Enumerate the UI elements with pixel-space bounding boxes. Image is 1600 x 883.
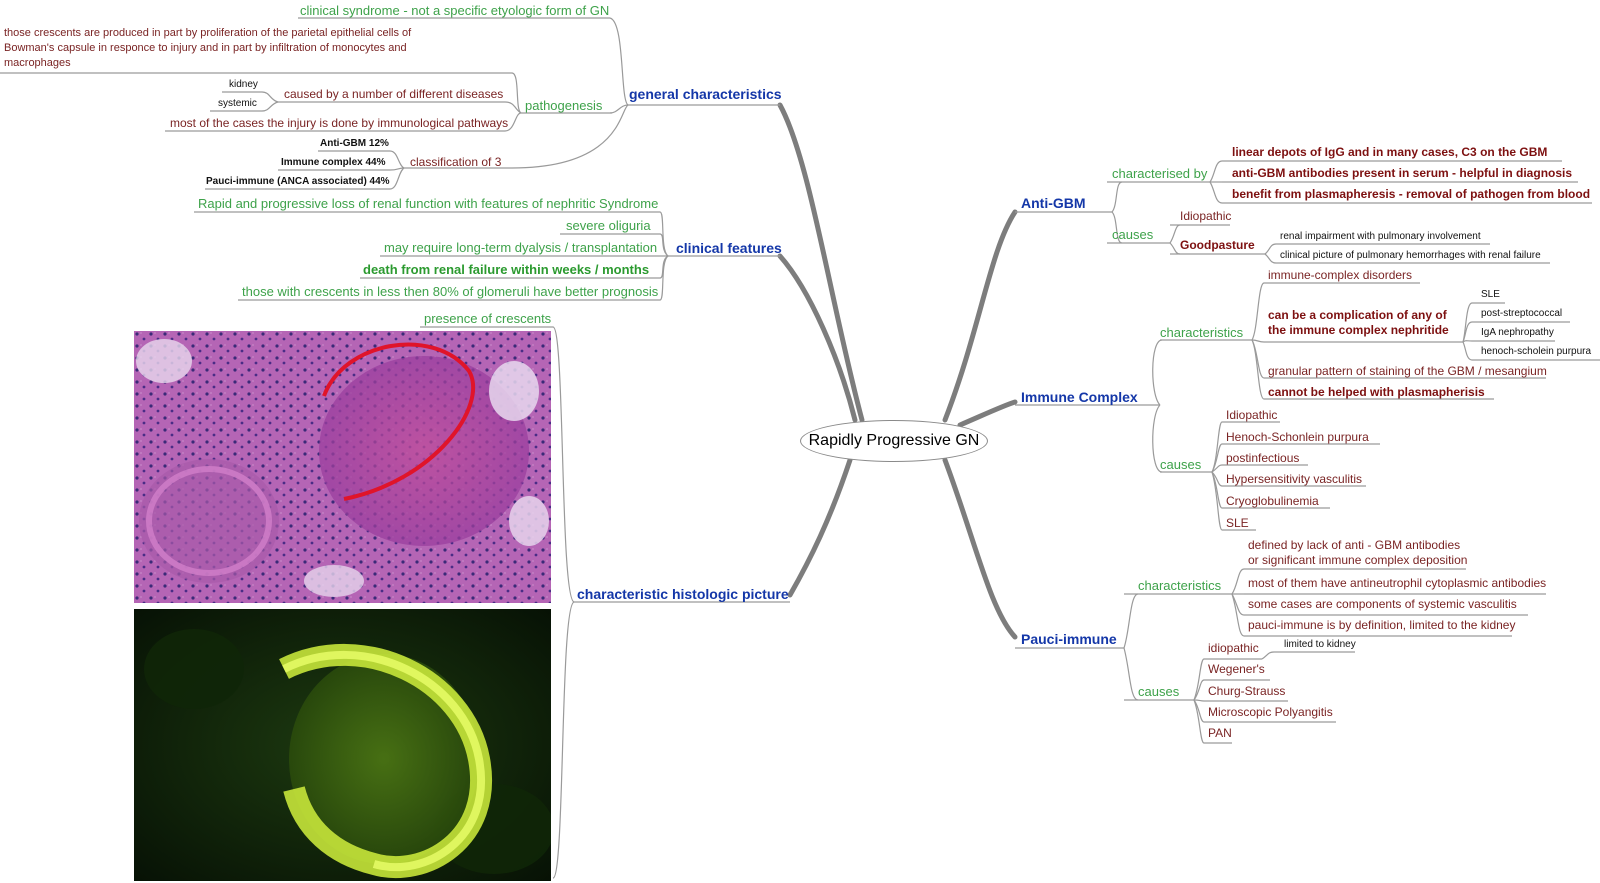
node-classification[interactable]: classification of 3: [410, 155, 502, 169]
topic-anti-gbm[interactable]: Anti-GBM: [1021, 195, 1086, 211]
node-pauci-characteristics[interactable]: characteristics: [1138, 578, 1222, 593]
node-clinical-item-3[interactable]: may require long-term dyalysis / transpl…: [384, 240, 658, 255]
node-ic-granular[interactable]: granular pattern of staining of the GBM …: [1268, 364, 1547, 378]
node-ic-causes[interactable]: causes: [1160, 457, 1202, 472]
node-immunological-pathways[interactable]: most of the cases the injury is done by …: [170, 116, 509, 130]
node-pauci-cause-wegener[interactable]: Wegener's: [1208, 662, 1265, 676]
node-pauci-cause-churg-strauss[interactable]: Churg-Strauss: [1208, 684, 1286, 698]
node-class-anti-gbm[interactable]: Anti-GBM 12%: [320, 138, 389, 149]
node-clinical-item-1[interactable]: Rapid and progressive loss of renal func…: [198, 196, 659, 211]
node-ic-cause-hypersensitivity[interactable]: Hypersensitivity vasculitis: [1226, 472, 1363, 486]
node-ic-post-streptococcal[interactable]: post-streptococcal: [1481, 308, 1563, 319]
node-ic-cause-idiopathic[interactable]: Idiopathic: [1226, 408, 1278, 422]
node-ic-complication[interactable]: can be a complication of any of the immu…: [1268, 308, 1449, 337]
node-pathogenesis[interactable]: pathogenesis: [525, 98, 603, 113]
node-clinical-syndrome[interactable]: clinical syndrome - not a specific etyol…: [300, 3, 610, 18]
node-presence-of-crescents[interactable]: presence of crescents: [424, 311, 552, 326]
node-anti-gbm-idiopathic[interactable]: Idiopathic: [1180, 209, 1232, 223]
node-pauci-defined[interactable]: defined by lack of anti - GBM antibodies…: [1248, 538, 1468, 567]
node-pauci-cause-polyangitis[interactable]: Microscopic Polyangitis: [1208, 705, 1333, 719]
node-crescents-origin[interactable]: those crescents are produced in part by …: [4, 27, 412, 69]
node-systemic[interactable]: systemic: [218, 98, 257, 109]
sub-branches: [0, 17, 1600, 879]
topic-pauci-immune[interactable]: Pauci-immune: [1021, 631, 1117, 647]
node-clinical-item-2[interactable]: severe oliguria: [566, 218, 651, 233]
topic-histologic-picture[interactable]: characteristic histologic picture: [577, 586, 789, 602]
node-pauci-limited[interactable]: pauci-immune is by definition, limited t…: [1248, 618, 1516, 632]
node-pauci-cause-idiopathic[interactable]: idiopathic: [1208, 641, 1259, 655]
node-kidney[interactable]: kidney: [229, 79, 258, 90]
node-goodpasture-renal[interactable]: renal impairment with pulmonary involvem…: [1280, 231, 1481, 242]
topic-clinical-features[interactable]: clinical features: [676, 240, 782, 256]
node-anti-gbm-characterised-by[interactable]: characterised by: [1112, 166, 1208, 181]
node-anti-gbm-plasmapheresis[interactable]: benefit from plasmapheresis - removal of…: [1232, 187, 1591, 201]
node-anti-gbm-antibodies[interactable]: anti-GBM antibodies present in serum - h…: [1232, 166, 1573, 180]
node-ic-iga-nephropathy[interactable]: IgA nephropathy: [1481, 327, 1554, 338]
node-ic-sle[interactable]: SLE: [1481, 289, 1500, 300]
node-anti-gbm-causes[interactable]: causes: [1112, 227, 1154, 242]
main-branches: [777, 102, 1018, 640]
histology-he-image: [134, 331, 551, 603]
immunofluorescence-image: [134, 609, 551, 881]
node-ic-cause-postinfectious[interactable]: postinfectious: [1226, 451, 1300, 465]
node-clinical-item-5[interactable]: those with crescents in less then 80% of…: [242, 284, 659, 299]
node-ic-characteristics[interactable]: characteristics: [1160, 325, 1244, 340]
central-topic-label: Rapidly Progressive GN: [808, 432, 980, 449]
node-goodpasture[interactable]: Goodpasture: [1180, 238, 1255, 252]
node-ic-cause-cryoglobulinemia[interactable]: Cryoglobulinemia: [1226, 494, 1319, 508]
central-topic[interactable]: Rapidly Progressive GN: [800, 420, 988, 462]
node-class-pauci-immune[interactable]: Pauci-immune (ANCA associated) 44%: [206, 176, 390, 187]
node-pauci-limited-to-kidney[interactable]: limited to kidney: [1284, 639, 1356, 650]
node-caused-by[interactable]: caused by a number of different diseases: [284, 87, 504, 101]
node-pauci-vasculitis[interactable]: some cases are components of systemic va…: [1248, 597, 1517, 611]
node-ic-cause-henoch[interactable]: Henoch-Schonlein purpura: [1226, 430, 1369, 444]
node-clinical-item-4[interactable]: death from renal failure within weeks / …: [363, 262, 650, 277]
node-pauci-anca[interactable]: most of them have antineutrophil cytopla…: [1248, 576, 1547, 590]
node-ic-henoch-scholein[interactable]: henoch-scholein purpura: [1481, 346, 1592, 357]
node-ic-disorders[interactable]: immune-complex disorders: [1268, 268, 1413, 282]
topic-general-characteristics[interactable]: general characteristics: [629, 86, 782, 102]
node-anti-gbm-linear-depots[interactable]: linear depots of IgG and in many cases, …: [1232, 145, 1548, 159]
node-ic-cause-sle[interactable]: SLE: [1226, 516, 1249, 530]
node-ic-plasmapherisis[interactable]: cannot be helped with plasmapherisis: [1268, 385, 1485, 399]
node-pauci-causes[interactable]: causes: [1138, 684, 1180, 699]
node-class-immune-complex[interactable]: Immune complex 44%: [281, 157, 386, 168]
node-pauci-cause-pan[interactable]: PAN: [1208, 726, 1232, 740]
node-goodpasture-pulmonary[interactable]: clinical picture of pulmonary hemorrhage…: [1280, 250, 1541, 261]
topic-immune-complex[interactable]: Immune Complex: [1021, 389, 1138, 405]
